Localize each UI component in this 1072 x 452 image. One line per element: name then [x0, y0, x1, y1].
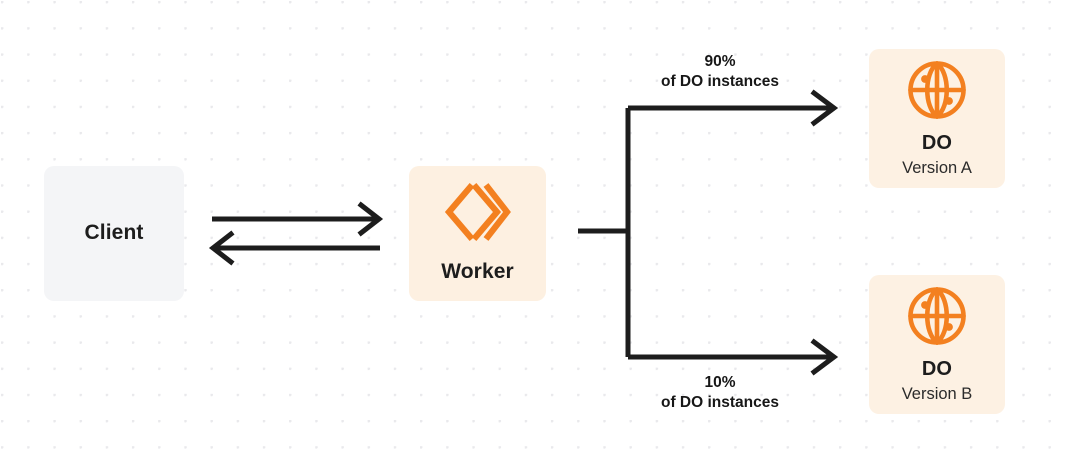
node-client-title: Client: [84, 221, 144, 245]
worker-chevron-icon: [444, 181, 511, 243]
globe-icon: [906, 59, 968, 121]
node-worker-title: Worker: [441, 260, 514, 284]
edge-label-do-b: 10% of DO instances: [622, 373, 818, 414]
node-do-version-b[interactable]: DO Version B: [869, 275, 1005, 414]
node-do-version-a[interactable]: DO Version A: [869, 49, 1005, 188]
arrow-to-do-a: [628, 89, 839, 127]
edge-label-do-a-percent: 90%: [704, 53, 736, 70]
arrow-worker-to-client: [208, 230, 380, 266]
node-do-b-subtitle: Version B: [901, 384, 973, 403]
edge-label-do-b-percent: 10%: [704, 374, 736, 391]
arrow-to-do-b: [628, 338, 839, 376]
node-client[interactable]: Client: [44, 166, 184, 301]
node-do-b-title: DO: [921, 357, 953, 380]
edge-label-do-b-description: of DO instances: [661, 394, 779, 412]
edge-label-do-a: 90% of DO instances: [622, 52, 818, 93]
node-do-a-title: DO: [921, 131, 953, 154]
branch-trunk: [578, 108, 631, 357]
node-worker[interactable]: Worker: [409, 166, 546, 301]
globe-icon: [906, 285, 968, 347]
edge-label-do-a-description: of DO instances: [661, 73, 779, 91]
node-do-a-subtitle: Version A: [902, 158, 972, 177]
arrow-client-to-worker: [212, 201, 384, 237]
